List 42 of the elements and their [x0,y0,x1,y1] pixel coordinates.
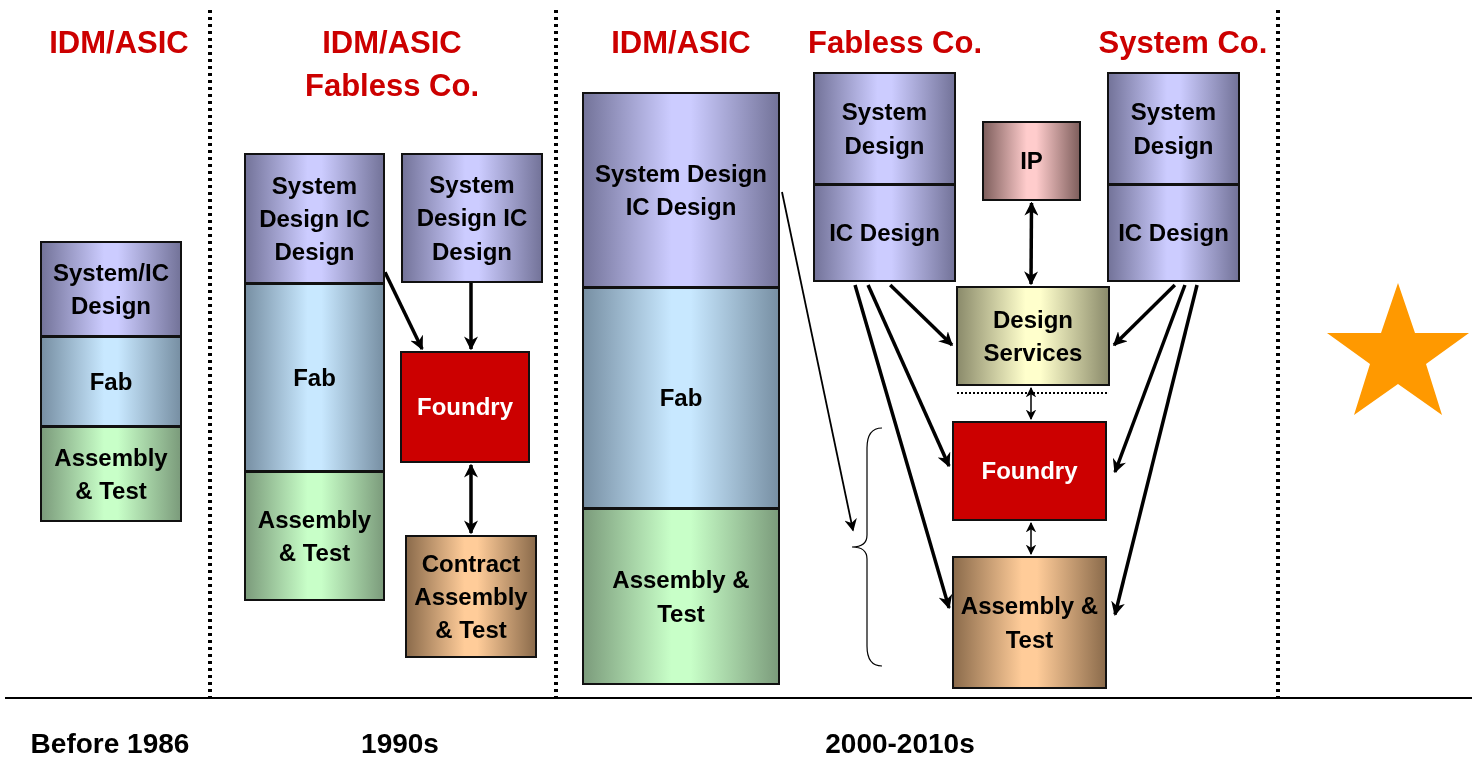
stage-box: System Design IC Design [582,92,780,288]
curly-brace [851,427,883,667]
stage-box: System/IC Design [40,241,182,337]
arrow [781,191,857,532]
stage-box: Fab [582,287,780,509]
column-heading: IDM/ASIC [611,25,751,61]
stage-box: Design Services [956,286,1110,386]
era-label: 1990s [361,728,439,760]
stage-box: Fab [244,283,385,472]
stage-box: Foundry [952,421,1107,521]
arrow [1024,201,1039,286]
stage-box: IP [982,121,1081,201]
arrow [464,283,478,351]
arrow [866,284,951,468]
stage-box: System Design IC Design [401,153,543,283]
era-label: Before 1986 [30,728,190,760]
stage-box: Assembly & Test [952,556,1107,689]
arrow [1025,386,1037,421]
stage-box: System Design [1107,72,1240,185]
stage-box: Foundry [400,351,530,463]
era-label: 2000-2010s [825,728,975,760]
arrow [1112,284,1187,474]
stage-box: IC Design [1107,184,1240,282]
column-heading: Fabless Co. [808,25,982,61]
arrow [889,283,954,347]
arrow [464,463,478,535]
stage-box: System Design IC Design [244,153,385,284]
stage-box: System Design [813,72,956,185]
stage-box: Assembly & Test [40,426,182,522]
stage-box: Contract Assembly & Test [405,535,537,658]
stage-box: IC Design [813,184,956,282]
column-heading: System Co. [1098,25,1268,61]
stage-box: Assembly & Test [582,508,780,685]
column-heading: IDM/ASIC [49,25,189,61]
arrow [853,284,953,610]
arrow [1025,521,1037,556]
arrow [1112,283,1177,347]
arrow [1111,284,1199,616]
stage-box: Assembly & Test [244,471,385,601]
stage-box: Fab [40,336,182,427]
column-heading: IDM/ASIC [322,25,462,61]
column-heading: Fabless Co. [305,68,479,104]
